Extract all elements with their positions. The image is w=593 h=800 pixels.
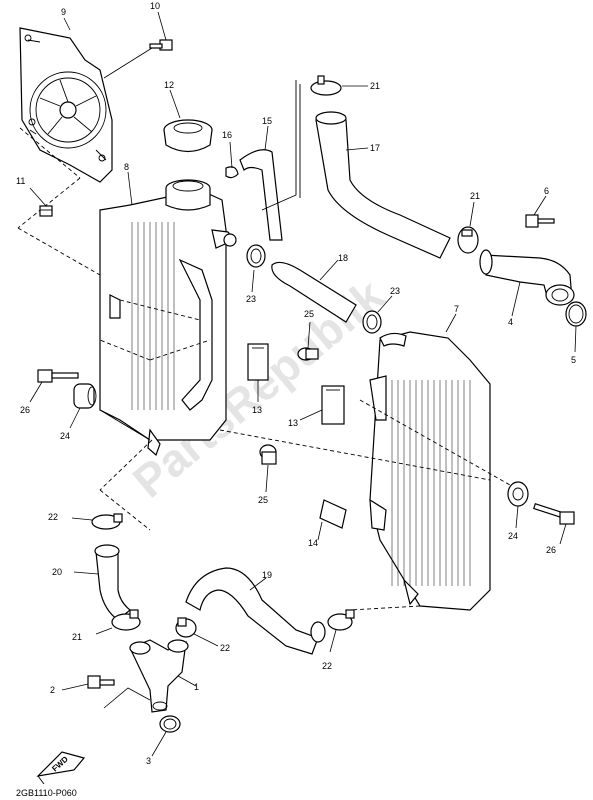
radiator-cap-12 [163, 119, 213, 153]
clamp-22-upper [91, 513, 123, 530]
callout-25: 25 [304, 309, 314, 319]
bolt-6 [525, 214, 555, 228]
o-ring-5 [565, 301, 587, 327]
callout-21: 21 [370, 81, 380, 91]
hose-15 [239, 149, 283, 241]
clamp-21-bottom [111, 609, 141, 631]
clamp-21-middle [457, 226, 479, 254]
bolt-26-left [37, 369, 79, 383]
callout-16: 16 [222, 130, 232, 140]
bracket-13-left [247, 343, 269, 381]
grommet-24-left [73, 383, 97, 409]
callout-24: 24 [60, 431, 70, 441]
callout-23: 23 [390, 286, 400, 296]
clamp-23-left [246, 244, 266, 268]
callout-19: 19 [262, 570, 272, 580]
callout-21: 21 [470, 191, 480, 201]
hose-20 [94, 544, 131, 621]
hose-18 [271, 261, 357, 323]
callout-12: 12 [164, 80, 174, 90]
clip-16 [225, 166, 239, 179]
callout-2: 2 [50, 685, 55, 695]
callout-11: 11 [16, 176, 25, 186]
left-radiator [99, 179, 237, 457]
pipe-4 [479, 249, 575, 306]
hose-19 [185, 567, 326, 655]
callout-4: 4 [508, 317, 513, 327]
callout-20: 20 [52, 567, 62, 577]
bracket-13-right [321, 385, 345, 425]
fan-assembly [19, 27, 113, 183]
callout-21: 21 [72, 632, 82, 642]
callout-1: 1 [194, 682, 199, 692]
callout-22: 22 [48, 512, 58, 522]
fitting-1 [129, 639, 189, 713]
clip-11 [39, 205, 53, 217]
callout-13: 13 [252, 405, 262, 415]
callout-15: 15 [262, 116, 272, 126]
callout-25: 25 [258, 495, 268, 505]
callout-26: 26 [546, 545, 556, 555]
callout-3: 3 [146, 756, 151, 766]
grommet-25-lower [259, 444, 277, 465]
diagram-code: 2GB1110-P060 [16, 788, 77, 798]
hose-17 [315, 111, 451, 259]
clamp-21-top [310, 75, 342, 96]
tape-14 [319, 499, 347, 529]
callout-26: 26 [20, 405, 30, 415]
clamp-22-middle [175, 617, 197, 638]
callout-13: 13 [288, 418, 298, 428]
bolt-2 [87, 675, 115, 689]
callout-7: 7 [454, 304, 459, 314]
forward-arrow-icon: FWD [36, 751, 86, 785]
bolt-10 [149, 39, 173, 51]
callout-6: 6 [544, 186, 549, 196]
callout-24: 24 [508, 531, 518, 541]
o-ring-3 [159, 715, 181, 733]
callout-22: 22 [322, 661, 332, 671]
callout-14: 14 [308, 538, 318, 548]
clamp-22-right [327, 609, 355, 631]
callout-9: 9 [61, 7, 66, 17]
callout-5: 5 [571, 355, 576, 365]
grommet-25-top [297, 347, 319, 361]
callout-labels: 9 10 12 15 16 21 17 8 11 21 6 18 23 23 4… [16, 1, 576, 766]
grommet-24-right [507, 481, 529, 507]
bolt-26-right [533, 503, 575, 525]
callout-23: 23 [246, 294, 256, 304]
clamp-23-right [362, 310, 382, 334]
callout-22: 22 [220, 643, 230, 653]
right-radiator [369, 331, 491, 611]
callout-8: 8 [124, 162, 129, 172]
callout-10: 10 [150, 1, 160, 11]
callout-17: 17 [370, 143, 380, 153]
callout-18: 18 [338, 253, 348, 263]
